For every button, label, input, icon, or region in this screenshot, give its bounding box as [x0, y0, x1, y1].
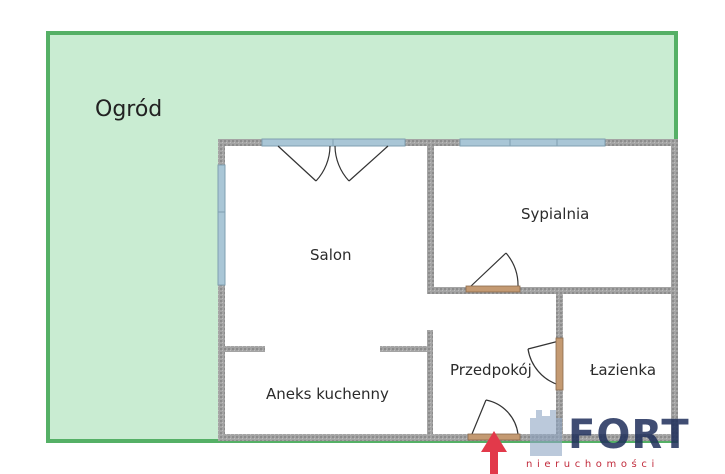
room-label-sypialnia: Sypialnia	[521, 205, 590, 223]
logo-wordmark: FORT	[568, 412, 690, 458]
logo-tagline: nieruchomości	[526, 459, 659, 470]
room-label-aneks-kuchenny: Aneks kuchenny	[266, 385, 389, 403]
room-label-przedpokoj: Przedpokój	[450, 361, 532, 379]
garden-label: Ogród	[95, 97, 163, 122]
fort-logo: FORT nieruchomości	[524, 406, 725, 474]
entrance-arrow	[481, 431, 507, 474]
windows	[217, 138, 606, 286]
room-label-salon: Salon	[310, 246, 352, 264]
door-swings	[277, 145, 564, 435]
castle-tower-icon	[530, 410, 562, 456]
room-label-lazienka: Łazienka	[590, 361, 657, 379]
